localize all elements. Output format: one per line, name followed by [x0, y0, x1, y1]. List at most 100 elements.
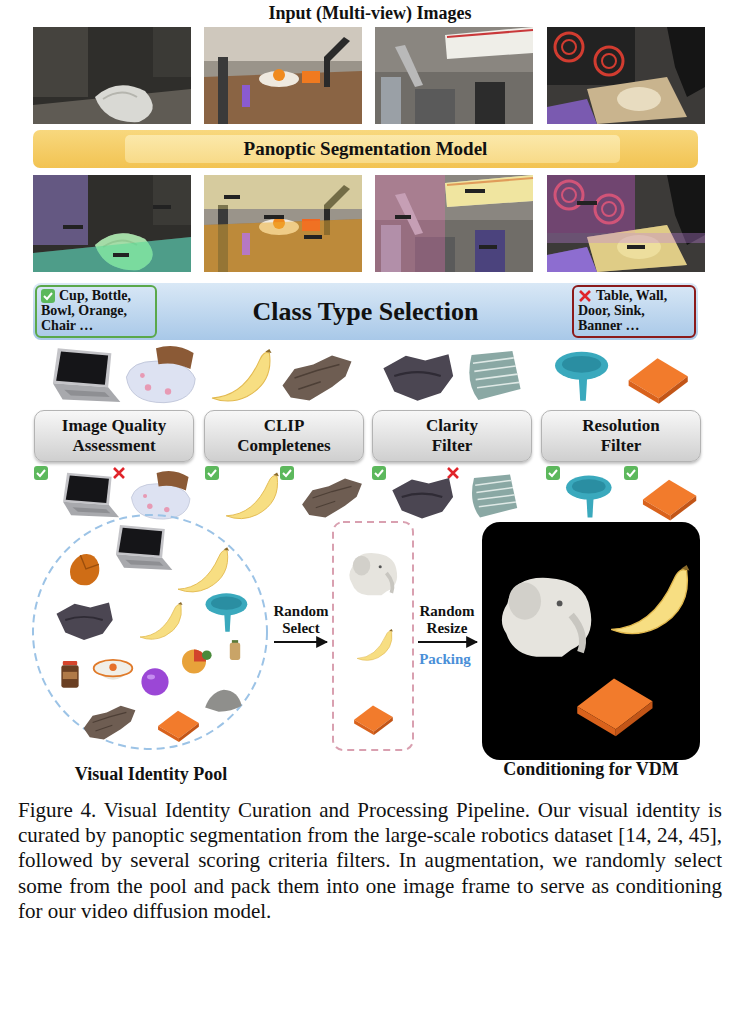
input-photos	[33, 27, 191, 124]
selected-set	[333, 522, 413, 750]
step-label: Random Select	[268, 603, 334, 636]
segmented-photos	[547, 175, 635, 233]
object-crops	[53, 346, 688, 404]
object-crops	[383, 354, 453, 401]
figure-caption: Figure 4. Visual Identity Curation and P…	[18, 798, 722, 924]
segmented-photos	[33, 175, 191, 272]
filtered-crops	[392, 478, 453, 518]
identity-pool-art	[230, 640, 240, 660]
segmented-photos	[204, 219, 362, 272]
node-text: Visual Identity Pool	[75, 764, 227, 785]
segmented-photos	[33, 175, 705, 272]
filter-box: Resolution Filter	[541, 410, 701, 462]
filter-box: Image Quality Assessment	[34, 410, 194, 462]
segmented-photos	[304, 235, 322, 239]
selected-set	[354, 705, 393, 735]
identity-pool-art	[141, 668, 168, 695]
segmented-photos	[375, 175, 445, 272]
process-band: Panoptic Segmentation Model	[33, 130, 698, 168]
filtered-crops	[205, 466, 219, 480]
identity-pool: Visual Identity Pool	[30, 510, 272, 795]
selection-band: Cup, Bottle, Bowl, Orange, Chair … Table,…	[33, 283, 698, 340]
segmented-photos	[95, 233, 153, 270]
segmented-photos	[63, 225, 83, 229]
flow-arrows	[418, 641, 477, 643]
cross-icon	[580, 291, 590, 301]
input-photos	[33, 27, 705, 124]
filtered-crops	[131, 471, 189, 519]
segmented-photos	[445, 175, 533, 207]
filtered-crops	[546, 466, 560, 480]
identity-pool-art	[61, 661, 78, 688]
filtered-crops	[280, 466, 294, 480]
selected-set	[349, 553, 397, 595]
filtered-crops	[114, 468, 124, 478]
segmented-photos	[33, 175, 88, 245]
segmented-photos	[627, 245, 645, 249]
identity-pool-art	[178, 547, 229, 592]
identity-pool-art	[84, 706, 136, 740]
segmented-photos	[204, 175, 362, 272]
identity-pool-art	[206, 593, 248, 632]
identity-pool-art	[158, 711, 199, 742]
node-text: Panoptic Segmentation Model	[244, 138, 488, 160]
step-label: Random Resize	[413, 603, 481, 636]
conditioning-frame: Conditioning for VDM	[474, 520, 708, 790]
node-text: Image Quality Assessment	[49, 416, 179, 455]
identity-pool-art	[70, 554, 99, 585]
cross-icon	[578, 289, 592, 303]
segmented-photos	[242, 233, 250, 255]
filtered-crops	[372, 466, 386, 480]
input-photos	[375, 27, 533, 124]
segmented-photos	[547, 247, 597, 272]
identity-pool-art	[33, 515, 267, 749]
filtered-crops	[226, 472, 279, 518]
filtered-crops	[63, 473, 119, 518]
segmented-photos	[113, 253, 129, 257]
segmented-photos	[465, 189, 485, 193]
figure-title: Input (Multi-view) Images	[0, 3, 740, 24]
segmented-photos	[153, 205, 171, 209]
flow-arrows	[274, 642, 477, 643]
identity-pool-art	[33, 515, 267, 749]
keep-class-box: Cup, Bottle, Bowl, Orange, Chair …	[35, 285, 157, 338]
node-text: Clarity Filter	[412, 416, 492, 455]
filtered-crops	[34, 466, 48, 480]
segmented-photos	[547, 233, 705, 243]
node-text: Conditioning for VDM	[503, 759, 678, 780]
segmented-photos	[375, 175, 533, 272]
drop-class-box: Table, Wall, Door, Sink, Banner …	[572, 285, 696, 338]
identity-pool-art	[116, 525, 172, 570]
flow-arrows	[274, 641, 327, 643]
segmented-photos	[547, 175, 705, 272]
filtered-crops	[448, 468, 458, 478]
step-label: Packing	[405, 651, 485, 668]
segmented-photos	[204, 175, 362, 209]
input-photos	[204, 27, 362, 124]
filtered-crops	[566, 476, 612, 518]
identity-pool-art	[94, 660, 133, 680]
segmented-photos	[264, 215, 284, 219]
filtered-crops	[643, 480, 696, 521]
selected-set	[333, 522, 413, 750]
check-icon	[41, 289, 55, 303]
filtered-crops	[472, 474, 517, 517]
segmented-photos	[587, 225, 687, 272]
object-crops	[126, 346, 195, 403]
filtered-crops	[302, 479, 362, 518]
segmented-photos	[577, 201, 597, 205]
segmented-photos	[395, 215, 411, 219]
conditioning-image	[577, 679, 652, 737]
segmented-photos	[224, 195, 240, 199]
node-text: CLIP Completenes	[232, 416, 337, 455]
node-text: Class Type Selection	[253, 297, 479, 327]
object-crops	[555, 352, 608, 401]
object-crops	[53, 348, 120, 402]
filtered-crops	[624, 466, 638, 480]
object-crops	[283, 356, 352, 401]
filtered-crops	[34, 466, 696, 521]
conditioning-image	[482, 522, 700, 760]
conditioning-image	[482, 522, 700, 760]
filter-box: Clarity Filter	[372, 410, 532, 462]
segmented-photos	[204, 175, 362, 272]
